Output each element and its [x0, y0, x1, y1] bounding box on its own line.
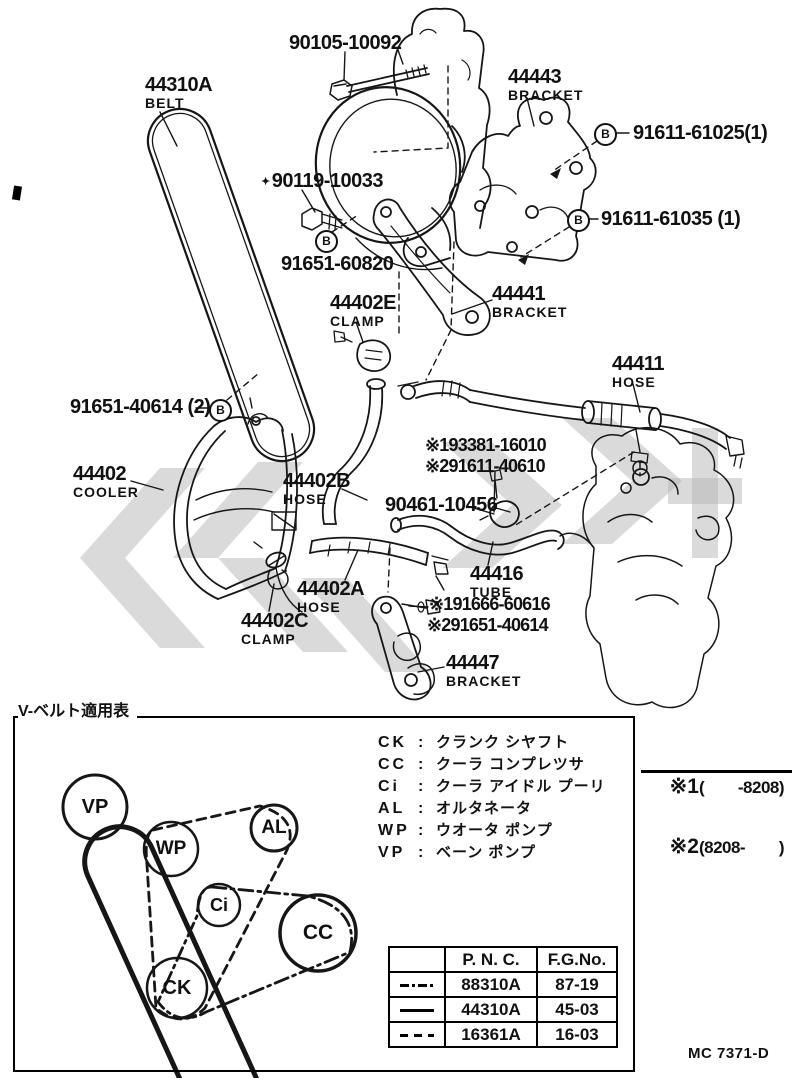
part-label-91611-40610: ※291611-40610: [425, 456, 546, 476]
pulley-label-ck: CK: [162, 977, 192, 999]
hose-44402b-drawing: [321, 378, 386, 525]
pump-body-drawing: [355, 125, 466, 271]
header-fgno: F.G.No.: [536, 946, 618, 973]
line-sample-dashed: [388, 1021, 446, 1048]
part-label-44411: 44411 HOSE: [612, 353, 665, 391]
part-label-91651-60820: 91651-60820: [281, 253, 394, 275]
bolt-marker-b-1: B: [315, 230, 338, 253]
part-label-44402b: 44402B HOSE: [283, 470, 351, 508]
pump-pulley: [314, 86, 462, 244]
legend-row-wp: WP : ウオータ ポンプ: [378, 822, 553, 839]
leader-lines: [130, 49, 641, 673]
belt-application-box: [13, 716, 635, 1072]
assembly-drawing: [61, 7, 745, 1078]
legend-row-ci: Ci : クーラ アイドル プーリ: [378, 778, 606, 795]
part-label-91666-60616: ※191666-60616: [429, 594, 551, 614]
clamp-44402e-drawing: [333, 330, 392, 372]
arrowheads: [518, 168, 561, 265]
belt-solid-44310a: [82, 824, 269, 1078]
part-label-90461-10456: 90461-10456: [385, 494, 498, 516]
pulley-legend: CK : クランク シヤフト CC : クーラ コンプレツサ Ci : クーラ …: [378, 731, 606, 863]
part-label-44402a: 44402A HOSE: [297, 578, 365, 616]
dashed-reference-lines: [226, 65, 641, 593]
part-label-44443: 44443 BRACKET: [508, 66, 584, 104]
bolt-90105-drawing: [329, 64, 430, 101]
part-label-90105-10092: 90105-10092: [289, 32, 402, 54]
part-label-44402: 44402 COOLER: [73, 463, 139, 501]
part-label-44402e: 44402E CLAMP: [330, 292, 396, 330]
drawing-code: MC 7371-D: [688, 1045, 770, 1062]
bolt-marker-b-2: B: [594, 123, 617, 146]
part-label-91651-40614-2: ※291651-40614: [427, 615, 549, 635]
bolt-marker-b-3: B: [567, 209, 590, 232]
pulley-label-al: AL: [261, 817, 287, 838]
line-sample-dashdot: [388, 971, 446, 998]
hose-44402a-drawing: [309, 536, 449, 591]
pnc-table-row-16361a: 16361A 16-03: [388, 1021, 618, 1048]
part-label-44441: 44441 BRACKET: [492, 283, 568, 321]
part-label-44402c: 44402C CLAMP: [241, 610, 309, 648]
part-label-44310a: 44310A BELT: [145, 74, 213, 112]
legend-row-ck: CK : クランク シヤフト: [378, 734, 570, 751]
header-pnc: P. N. C.: [444, 946, 538, 973]
bolt-90119-drawing: [301, 207, 343, 231]
legend-row-al: AL : オルタネータ: [378, 800, 533, 817]
watermark: [80, 418, 742, 672]
pulley-circles: [61, 773, 358, 1020]
legend-row-vp: VP : ベーン ポンプ: [378, 844, 536, 861]
pulley-label-wp: WP: [155, 838, 187, 859]
header-line-style: [388, 946, 446, 973]
note-2: ※2(8208- ): [669, 835, 785, 858]
belt-application-diagram: [61, 773, 358, 1078]
belt-table-title: V-ベルト適用表: [18, 697, 138, 723]
belt-44310a-drawing: [146, 107, 316, 463]
pulley-label-ci: Ci: [210, 895, 228, 915]
cooler-44402-drawing: [173, 397, 303, 613]
pnc-table-header-row: P. N. C. F.G.No.: [388, 946, 618, 973]
pump-reservoir-outline: [393, 7, 492, 229]
line-sample-solid: [388, 996, 446, 1023]
pnc-table-row-44310a: 44310A 45-03: [388, 996, 618, 1023]
belt-dashdot-88310a: [156, 885, 353, 1020]
bolt-marker-b-4: B: [209, 399, 232, 422]
clamp-44402c-drawing: [253, 541, 289, 590]
pulley-label-vp: VP: [81, 796, 109, 818]
part-label-91611-61035: 91611-61035 (1): [601, 208, 741, 230]
pulley-label-cc: CC: [302, 921, 334, 944]
pnc-table: P. N. C. F.G.No. 88310A 87-19 44310A 45-…: [388, 946, 618, 1048]
hose-44411-drawing: [397, 380, 745, 486]
note-1: ※1( -8208): [669, 775, 785, 798]
diamond-marker: ✦: [261, 176, 270, 188]
date-range-notes: ※1( -8208) ※2(8208- ): [643, 720, 785, 876]
bracket-44443-drawing: [448, 96, 597, 262]
part-label-44447: 44447 BRACKET: [446, 652, 522, 690]
legend-row-cc: CC : クーラ コンプレツサ: [378, 756, 585, 773]
part-label-44416: 44416 TUBE: [470, 563, 524, 601]
part-label-90119-10033: ✦90119-10033: [261, 170, 384, 192]
pnc-table-row-88310a: 88310A 87-19: [388, 971, 618, 998]
part-label-91651-40614: 91651-40614 (2): [70, 396, 211, 418]
part-label-93381-16010: ※193381-16010: [425, 435, 547, 455]
part-label-91611-61025: 91611-61025(1): [633, 122, 768, 144]
engine-outline-drawing: [559, 426, 735, 709]
bracket-44441-drawing: [372, 198, 491, 336]
notes-underline: [641, 770, 792, 773]
